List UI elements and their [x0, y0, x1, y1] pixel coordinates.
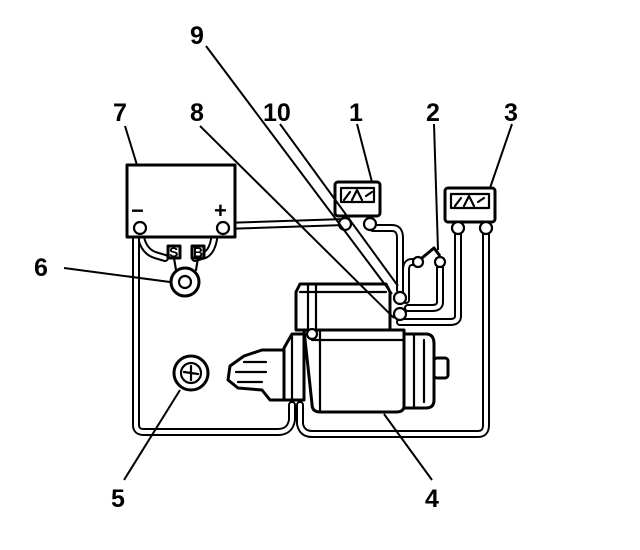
callout-2: 2: [426, 99, 440, 127]
callout-5: 5: [111, 485, 125, 513]
callout-3: 3: [504, 99, 518, 127]
gauge-5: [172, 354, 210, 392]
relay-6: [166, 244, 206, 298]
battery-positive-terminal: [215, 220, 231, 236]
callout-9: 9: [190, 22, 204, 50]
battery-negative-terminal: [132, 220, 148, 236]
callout-10: 10: [263, 99, 291, 127]
callout-7: 7: [113, 99, 127, 127]
callout-6: 6: [34, 254, 48, 282]
leader-lines: [63, 45, 513, 481]
relay-terminal-b: B: [193, 244, 203, 260]
callout-labels: 1 2 3 4 5 6 7 8 9 10: [34, 22, 518, 513]
meter-3: [443, 186, 497, 236]
relay-terminal-s: S: [169, 244, 178, 260]
callout-8: 8: [190, 99, 204, 127]
meter-1: [333, 180, 382, 232]
callout-1: 1: [349, 99, 363, 127]
remote-switch-2: [411, 246, 447, 269]
battery-positive-symbol: +: [214, 198, 227, 223]
starter-motor: [226, 282, 450, 414]
callout-4: 4: [425, 485, 439, 513]
battery: − +: [125, 163, 237, 239]
battery-negative-symbol: −: [131, 198, 144, 223]
